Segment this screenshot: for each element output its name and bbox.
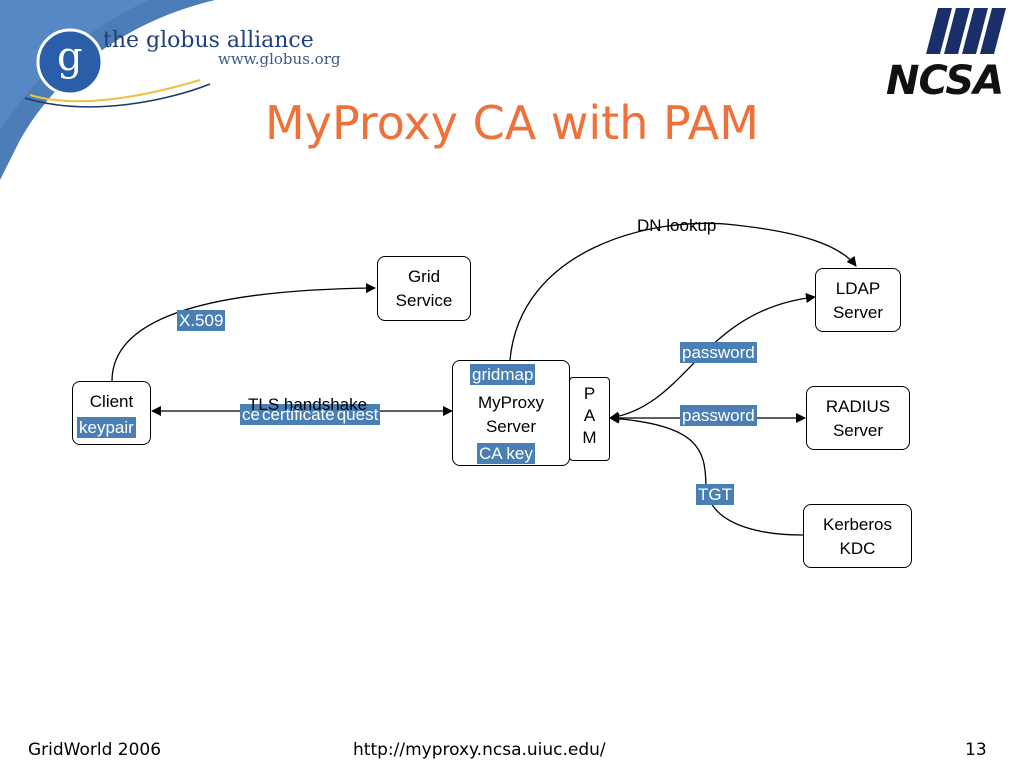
password-ldap-tag: password [680, 342, 757, 363]
radius-line1: RADIUS [825, 397, 891, 416]
dn-lookup-label: DN lookup [637, 216, 717, 235]
ldap-server-node: LDAP Server [815, 268, 901, 332]
tgt-tag: TGT [696, 484, 734, 505]
kerberos-line2: KDC [839, 539, 876, 558]
ncsa-logo: NCSA [886, 58, 1004, 104]
globus-swoosh [0, 0, 215, 180]
grid-service-line1: Grid [407, 267, 441, 286]
radius-line2: Server [832, 421, 884, 440]
ca-key-tag: CA key [477, 443, 535, 464]
ncsa-stripes-icon [926, 8, 1006, 54]
slide-title: MyProxy CA with PAM [265, 96, 759, 150]
gridmap-tag: gridmap [470, 364, 536, 385]
x509-connector [111, 283, 376, 382]
kerberos-kdc-node: Kerberos KDC [803, 504, 912, 568]
dn-lookup-connector [509, 222, 857, 361]
globus-logo-letter: g [57, 34, 83, 80]
page-number: 13 [965, 740, 987, 760]
footer-event: GridWorld 2006 [28, 740, 162, 760]
pam-node: P A M [569, 377, 610, 461]
x509-tag: X.509 [177, 310, 226, 331]
cert-request-part-2: certificate [259, 404, 337, 425]
tls-handshake-label: TLS handshake [248, 395, 368, 414]
cert-request-part-3: quest [334, 404, 381, 425]
footer-url[interactable]: http://myproxy.ncsa.uiuc.edu/ [353, 740, 606, 760]
ldap-line2: Server [832, 303, 884, 322]
pam-letter-a: A [583, 406, 596, 425]
client-label: Client [89, 392, 134, 411]
pam-kerberos-connector [609, 413, 804, 536]
ldap-line1: LDAP [835, 279, 881, 298]
pam-letter-p: P [583, 384, 596, 403]
radius-server-node: RADIUS Server [806, 386, 910, 450]
myproxy-line1: MyProxy [477, 393, 545, 412]
password-radius-tag: password [680, 405, 757, 426]
pam-letter-m: M [582, 428, 597, 447]
cert-request-part-1: ce [240, 404, 262, 425]
globus-logo-title: the globus alliance [103, 28, 314, 53]
globus-logo-icon [24, 28, 211, 108]
kerberos-line1: Kerberos [823, 515, 892, 534]
keypair-tag: keypair [77, 417, 136, 438]
globus-logo-url: www.globus.org [218, 50, 341, 68]
grid-service-line2: Service [395, 291, 453, 310]
grid-service-node: Grid Service [377, 256, 471, 321]
myproxy-line2: Server [485, 417, 537, 436]
